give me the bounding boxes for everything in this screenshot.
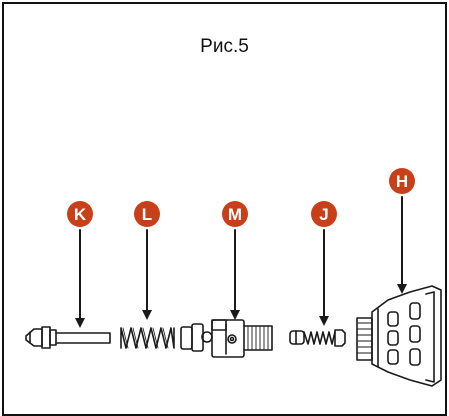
figure-title: Рис.5 [200,36,249,57]
badge-k-label: K [74,205,87,224]
badge-m-label: M [228,205,242,224]
badge-l: L [134,201,160,227]
badge-j-label: J [319,205,328,224]
callout-arrows [79,196,403,321]
badge-k: K [67,201,93,227]
badge-h: H [389,168,415,194]
badge-h-label: H [396,172,408,191]
part-m-valve-body [180,319,273,358]
badge-j: J [311,201,337,227]
arrowheads [75,284,407,328]
part-h-housing [356,285,442,387]
badge-m: M [222,201,248,227]
part-j-valve-spring [289,329,346,347]
badge-l-label: L [142,205,152,224]
part-l-spring [120,327,175,349]
part-k-nozzle-tube [25,326,111,349]
